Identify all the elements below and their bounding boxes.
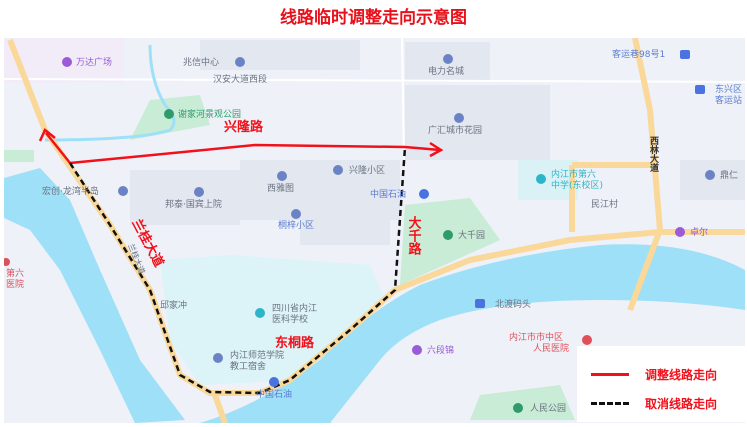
river-west <box>4 168 185 423</box>
renmin-park <box>470 385 575 420</box>
poi-xiya: 西雅图 <box>267 182 294 194</box>
road-label-daqian: 大千路 <box>406 215 422 255</box>
poi-daqianyuan: 大千园 <box>458 229 485 241</box>
poi-school6-line1: 内江市第六 <box>551 168 596 180</box>
building-icon <box>277 171 287 181</box>
poi-dingren: 鼎仁 <box>720 169 738 181</box>
building-icon <box>705 170 715 180</box>
poi-keyun98: 客运巷98号1 <box>612 48 665 60</box>
building-icon <box>291 209 301 219</box>
poi-renmin-line2: 人民医院 <box>533 342 569 354</box>
river-east <box>200 244 745 423</box>
building-icon <box>213 353 223 363</box>
school-area <box>518 160 578 200</box>
road-hanan: 汉安大道西段 <box>213 73 267 85</box>
poi-med-line2: 医科学校 <box>272 313 308 325</box>
poi-guanghui: 广汇城市花园 <box>428 124 482 136</box>
poi-zhuoer: 卓尔 <box>690 226 708 238</box>
poi-xiejiahe: 谢家河景观公园 <box>178 108 241 120</box>
cancelled-route <box>68 146 407 395</box>
park-icon <box>443 230 453 240</box>
poi-wanda: 万达广场 <box>76 56 112 68</box>
creek <box>44 44 176 142</box>
poi-zhaoxin: 兆信中心 <box>183 56 219 68</box>
green-strip <box>4 150 34 162</box>
poi-hosp6-line1: 第六 <box>6 267 24 279</box>
legend: 调整线路走向 取消线路走向 <box>577 346 745 422</box>
shopping-icon <box>675 227 685 237</box>
poi-dianli: 电力名城 <box>428 65 464 77</box>
daqianyuan-park <box>400 198 500 285</box>
poi-shifan-line1: 内江师范学院 <box>230 349 284 361</box>
ferry-icon <box>475 299 485 308</box>
minor-road <box>401 38 405 161</box>
poi-hongchuang: 宏创·龙湾半岛 <box>42 185 99 197</box>
legend-dashed-line <box>591 402 629 405</box>
school-icon <box>255 308 265 318</box>
school-icon <box>536 174 546 184</box>
hospital-icon <box>582 335 592 345</box>
building-icon <box>194 187 204 197</box>
poi-minjiang: 民江村 <box>591 198 618 210</box>
map-title: 线路临时调整走向示意图 <box>280 8 467 28</box>
park-icon <box>164 109 174 119</box>
building-blocks <box>130 40 745 245</box>
gas-station-icon <box>419 189 429 199</box>
gas-station-icon <box>269 377 279 387</box>
building-icon <box>333 165 343 175</box>
legend-label-cancelled: 取消线路走向 <box>645 397 718 411</box>
poi-hosp6-line2: 医院 <box>6 278 24 290</box>
bus-stop-icon <box>695 85 705 94</box>
hanan-road <box>4 78 745 83</box>
poi-sinopec-1: 中国石油 <box>370 188 406 200</box>
road-label-xinglong: 兴隆路 <box>224 119 264 135</box>
building-icon <box>235 57 245 67</box>
poi-school6-line2: 中学(东校区) <box>551 179 603 191</box>
poi-liuduan: 六段锦 <box>427 344 454 356</box>
adjusted-route-segment-langui <box>45 132 71 164</box>
poi-renmin-line1: 内江市市中区 <box>509 331 563 343</box>
adjusted-route <box>38 128 444 165</box>
road-label-xilin: 西林大道 <box>648 136 659 173</box>
legend-label-adjusted: 调整线路走向 <box>645 368 718 382</box>
building-icon <box>443 54 453 64</box>
legend-item-adjusted: 调整线路走向 <box>591 366 717 383</box>
poi-beidu: 北渡码头 <box>495 298 531 310</box>
poi-shifan-line2: 教工宿舍 <box>230 360 266 372</box>
poi-med-line1: 四川省内江 <box>272 302 317 314</box>
poi-xinglong-xq: 兴隆小区 <box>349 164 385 176</box>
shopping-icon <box>62 57 72 67</box>
bus-stop-icon <box>680 50 690 59</box>
legend-item-cancelled: 取消线路走向 <box>591 395 717 412</box>
poi-dongxing2: 客运站 <box>715 94 742 106</box>
arrow-head-east <box>429 141 444 158</box>
building-icon <box>118 186 128 196</box>
adjusted-route-segment-xinglong <box>69 143 441 165</box>
shopping-icon <box>412 345 422 355</box>
hospital-icon <box>4 258 10 266</box>
park-icon <box>513 403 523 413</box>
poi-sinopec-2: 中国石油 <box>256 388 292 400</box>
poi-qiujiachong: 邱家冲 <box>160 299 187 311</box>
poi-tongzi: 桐梓小区 <box>278 219 314 231</box>
road-label-dongtong: 东桐路 <box>275 335 315 351</box>
poi-bangtai: 邦泰·国宾上院 <box>165 198 222 210</box>
building-icon <box>454 113 464 123</box>
legend-solid-line <box>591 373 629 376</box>
poi-park: 人民公园 <box>530 403 566 414</box>
poi-dongxing1: 东兴区 <box>715 83 742 95</box>
arrow-head-north <box>38 128 56 142</box>
